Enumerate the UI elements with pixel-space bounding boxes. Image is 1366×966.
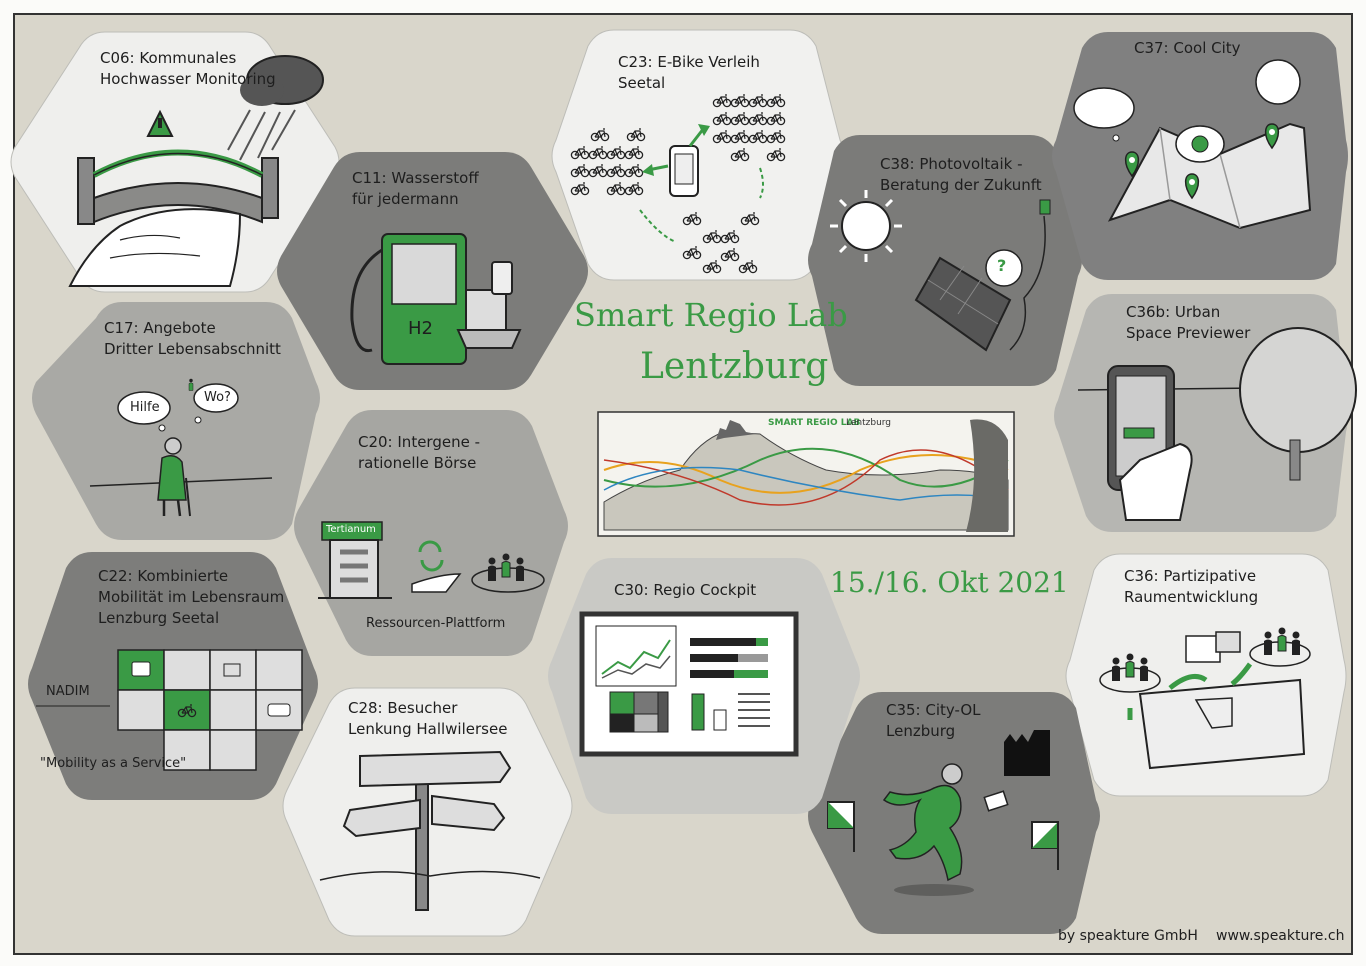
title-line: C23: E-Bike Verleih: [618, 53, 760, 71]
photovoltaic-illustration: [830, 190, 1051, 352]
banner-logo: Lentzburg: [846, 418, 892, 428]
title-line: C17: Angebote: [104, 319, 216, 337]
title-line: Hochwasser Monitoring: [100, 70, 276, 88]
hex-title-c36: C36: Partizipative Raumentwicklung: [1124, 566, 1258, 608]
main-title: Smart Regio Lab: [574, 296, 848, 334]
footer-url[interactable]: www.speakture.ch: [1216, 928, 1345, 944]
lenzburg-panorama-banner: [597, 411, 1015, 537]
mobility-puzzle-illustration: [117, 649, 303, 771]
hex-title-c30: C30: Regio Cockpit: [614, 580, 756, 601]
title-line: C22: Kombinierte: [98, 567, 229, 585]
hydrogen-label: H2: [408, 318, 433, 339]
footer-credit: by speakture GmbH: [1058, 928, 1198, 944]
mobility-as-a-service-caption: "Mobility as a Service": [40, 756, 187, 771]
hex-title-c38: C38: Photovoltaik - Beratung der Zukunft: [880, 154, 1042, 196]
nadim-label: NADIM: [46, 684, 90, 699]
title-line: C37: Cool City: [1134, 39, 1241, 57]
title-line: Dritter Lebensabschnitt: [104, 340, 281, 358]
city-orienteering-illustration: [827, 730, 1059, 896]
hex-title-c23: C23: E-Bike Verleih Seetal: [618, 52, 760, 94]
title-line: Lenzburg Seetal: [98, 609, 220, 627]
title-line: Space Previewer: [1126, 324, 1251, 342]
title-line: C06: Kommunales: [100, 49, 237, 67]
title-line: rationelle Börse: [358, 454, 477, 472]
title-line: Raumentwicklung: [1124, 588, 1259, 606]
banner-title: SMART REGIO LAB: [768, 418, 861, 428]
resource-platform-illustration: [318, 521, 545, 599]
ebike-rental-illustration: [570, 94, 786, 274]
title-line: C36: Partizipative: [1124, 567, 1257, 585]
elderly-person-illustration: [89, 383, 273, 517]
title-line: Lenzburg: [886, 722, 956, 740]
hex-title-c36b: C36b: Urban Space Previewer: [1126, 302, 1250, 344]
title-line: C38: Photovoltaik -: [880, 155, 1023, 173]
event-date: 15./16. Okt 2021: [830, 566, 1069, 599]
ressourcen-plattform-caption: Ressourcen-Plattform: [366, 616, 506, 631]
title-line: C28: Besucher: [348, 699, 458, 717]
title-line: C11: Wasserstoff: [352, 169, 479, 187]
title-line: Beratung der Zukunft: [880, 176, 1042, 194]
participatory-planning-illustration: [1099, 627, 1311, 770]
hex-title-c37: C37: Cool City: [1134, 38, 1241, 59]
hydrogen-pump-illustration: [350, 233, 522, 365]
hex-title-c06: C06: Kommunales Hochwasser Monitoring: [100, 48, 276, 90]
title-line: Lenkung Hallwilersee: [348, 720, 508, 738]
hex-title-c17: C17: Angebote Dritter Lebensabschnitt: [104, 318, 281, 360]
hex-title-c20: C20: Intergene - rationelle Börse: [358, 432, 480, 474]
title-line: Mobilität im Lebensraum: [98, 588, 285, 606]
regio-cockpit-dashboard-illustration: [579, 611, 799, 757]
bubble-wo: Wo?: [204, 390, 231, 405]
title-line: C36b: Urban: [1126, 303, 1221, 321]
title-line: C35: City-OL: [886, 701, 981, 719]
hex-title-c28: C28: Besucher Lenkung Hallwilersee: [348, 698, 507, 740]
flood-bridge-illustration: [68, 55, 324, 287]
title-line: Seetal: [618, 74, 666, 92]
title-line: C20: Intergene -: [358, 433, 480, 451]
hex-title-c11: C11: Wasserstoff für jedermann: [352, 168, 479, 210]
title-line: C30: Regio Cockpit: [614, 581, 757, 599]
hex-title-c35: C35: City-OL Lenzburg: [886, 700, 981, 742]
signpost-illustration: [188, 378, 541, 911]
tertianum-sign: Tertianum: [326, 524, 376, 535]
title-line: für jedermann: [352, 190, 459, 208]
bubble-hilfe: Hilfe: [130, 400, 160, 415]
urban-space-previewer-illustration: [1077, 327, 1357, 521]
question-mark-label: ?: [997, 256, 1007, 275]
cool-city-map-illustration: [1073, 59, 1312, 230]
main-title-location: Lentzburg: [640, 346, 829, 387]
hex-title-c22: C22: Kombinierte Mobilität im Lebensraum…: [98, 566, 284, 629]
